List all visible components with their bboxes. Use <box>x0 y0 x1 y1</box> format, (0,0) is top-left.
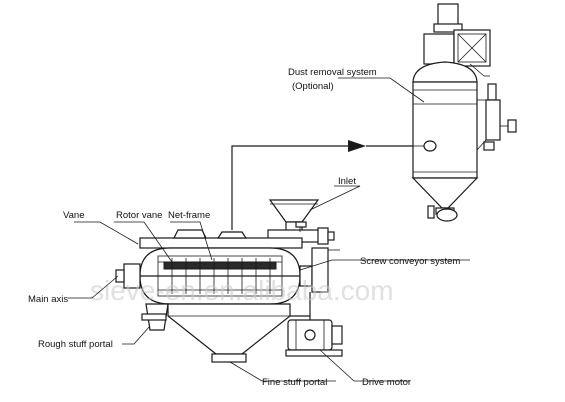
label-screw-conveyor-system: Screw conveyor system <box>360 256 460 267</box>
fine-stuff-outlet <box>211 353 247 363</box>
inlet-hopper <box>268 199 320 223</box>
label-drive-motor: Drive motor <box>362 377 411 388</box>
label-rotor-vane: Rotor vane <box>116 210 162 221</box>
fine-stuff-hopper <box>167 303 291 355</box>
label-vane: Vane <box>63 210 84 221</box>
flow-arrow <box>348 140 366 152</box>
filter-top-dome <box>412 61 478 83</box>
airflow-sieve <box>115 199 343 363</box>
labels: Dust removal system (Optional) Inlet Van… <box>28 67 460 388</box>
fan-housing <box>423 33 455 65</box>
leader-lines <box>68 77 470 382</box>
label-rough-stuff-portal: Rough stuff portal <box>38 339 113 350</box>
filter-body <box>412 81 478 179</box>
label-inlet: Inlet <box>338 176 356 187</box>
top-frame <box>139 237 303 249</box>
filter-inlet-port <box>423 140 437 152</box>
label-optional: (Optional) <box>292 81 334 92</box>
watermark-text: sieve-en.en.alibaba.com <box>90 275 394 306</box>
pulse-tank <box>485 99 501 141</box>
dust-removal-unit <box>411 3 517 222</box>
label-main-axis: Main axis <box>28 294 68 305</box>
rotor-vanes <box>163 261 277 270</box>
label-fine-stuff-portal: Fine stuff portal <box>262 377 327 388</box>
rotary-valve <box>436 208 458 222</box>
dust-pipe <box>231 140 413 230</box>
label-dust-removal-system: Dust removal system <box>288 67 377 78</box>
filter-hopper <box>411 177 479 209</box>
fan-motor <box>437 3 459 27</box>
label-net-frame: Net-frame <box>168 210 210 221</box>
motor-base <box>285 349 343 357</box>
